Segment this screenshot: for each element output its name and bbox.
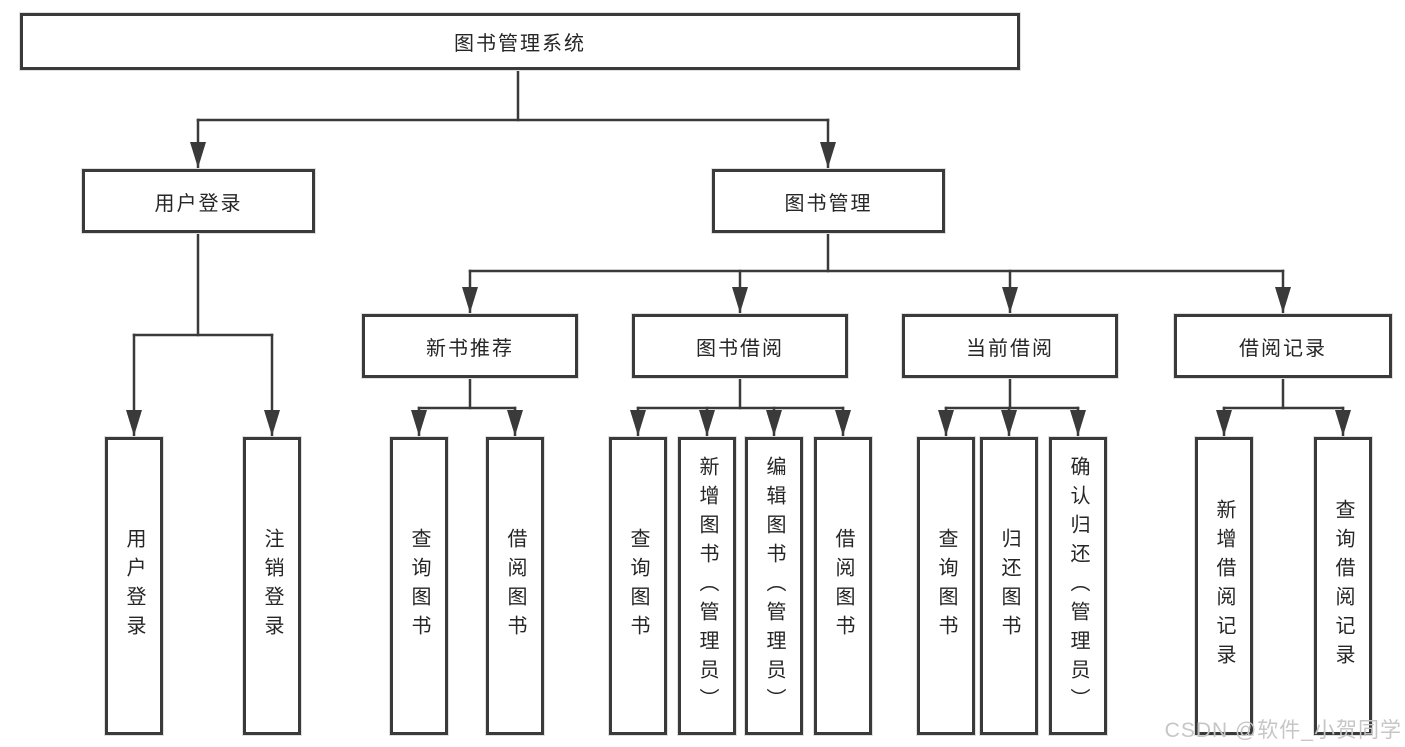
node-root-label: 图书管理系统 [454, 33, 586, 55]
leaf-return-book: 归还图书 [980, 437, 1038, 735]
leaf-query-books-recommend-label: 查询图书 [408, 528, 430, 644]
leaf-logout: 注销登录 [243, 437, 301, 735]
leaf-edit-book-admin: 编辑图书（管理员） [745, 437, 803, 735]
leaf-add-borrow-record: 新增借阅记录 [1195, 437, 1253, 735]
leaf-return-book-label: 归还图书 [998, 528, 1020, 644]
leaf-query-books-borrowing-label: 查询图书 [627, 528, 649, 644]
node-book-management: 图书管理 [712, 169, 945, 233]
leaf-query-borrow-record: 查询借阅记录 [1314, 437, 1372, 735]
node-book-borrowing-label: 图书借阅 [696, 337, 784, 360]
leaf-borrow-books-recommend: 借阅图书 [486, 437, 544, 735]
node-new-book-recommend: 新书推荐 [362, 314, 578, 378]
leaf-user-login: 用户登录 [105, 437, 163, 735]
leaf-user-login-label: 用户登录 [123, 528, 145, 644]
watermark-text: CSDN @软件_小贺同学 [1164, 719, 1402, 742]
node-current-borrowing: 当前借阅 [902, 314, 1118, 378]
node-user-login: 用户登录 [82, 169, 315, 233]
leaf-add-book-admin: 新增图书（管理员） [678, 437, 736, 735]
leaf-query-borrow-record-label: 查询借阅记录 [1332, 499, 1354, 673]
leaf-confirm-return-admin-label: 确认归还（管理员） [1067, 455, 1089, 717]
leaf-query-books-current: 查询图书 [917, 437, 975, 735]
leaf-borrow-books-recommend-label: 借阅图书 [504, 528, 526, 644]
leaf-borrow-books-borrowing: 借阅图书 [814, 437, 872, 735]
leaf-confirm-return-admin: 确认归还（管理员） [1049, 437, 1107, 735]
node-current-borrowing-label: 当前借阅 [966, 337, 1054, 360]
node-book-management-label: 图书管理 [784, 192, 873, 215]
leaf-query-books-current-label: 查询图书 [935, 528, 957, 644]
node-new-book-recommend-label: 新书推荐 [426, 337, 514, 360]
node-borrow-records: 借阅记录 [1174, 314, 1392, 378]
leaf-add-borrow-record-label: 新增借阅记录 [1213, 499, 1235, 673]
leaf-query-books-borrowing: 查询图书 [609, 437, 667, 735]
leaf-logout-label: 注销登录 [261, 528, 283, 644]
node-user-login-label: 用户登录 [154, 192, 243, 215]
node-borrow-records-label: 借阅记录 [1239, 337, 1327, 360]
leaf-query-books-recommend: 查询图书 [390, 437, 448, 735]
leaf-add-book-admin-label: 新增图书（管理员） [696, 455, 718, 717]
node-root: 图书管理系统 [20, 13, 1020, 70]
node-book-borrowing: 图书借阅 [632, 314, 848, 378]
leaf-borrow-books-borrowing-label: 借阅图书 [832, 528, 854, 644]
leaf-edit-book-admin-label: 编辑图书（管理员） [763, 455, 785, 717]
